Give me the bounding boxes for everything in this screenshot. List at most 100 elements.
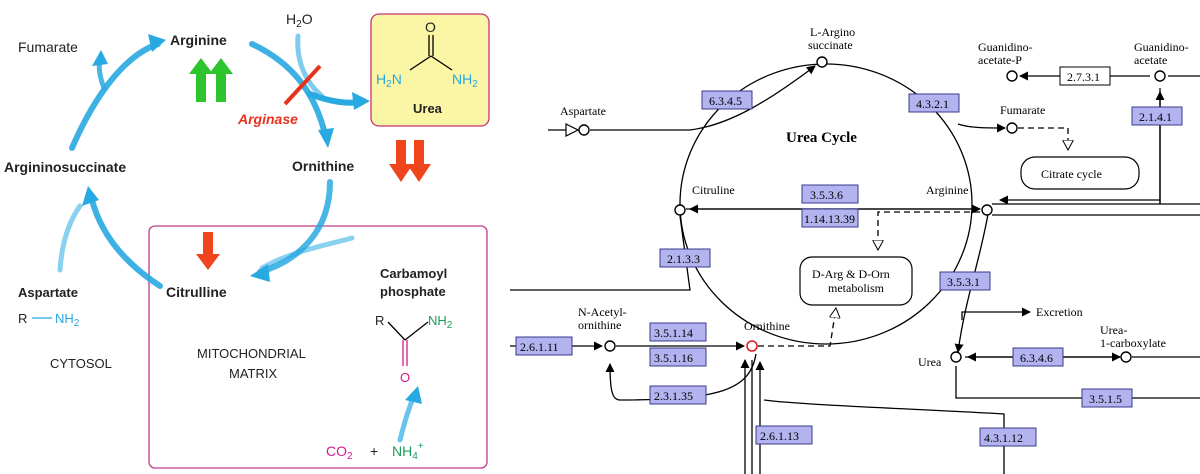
svg-text:2.1.3.3: 2.1.3.3 [667, 252, 700, 266]
svg-text:2.6.1.11: 2.6.1.11 [520, 340, 559, 354]
arrow-co2-to-carbamoyl [397, 393, 417, 443]
svg-text:4.3.1.12: 4.3.1.12 [984, 431, 1023, 445]
guan-p-label-1: Guanidino- [978, 40, 1033, 54]
arrowhead-carbamoyl [405, 386, 422, 404]
urea-carboxylate-label-2: 1-carboxylate [1100, 336, 1166, 350]
darg-dorn-box[interactable] [799, 256, 913, 306]
arrow-carbamoyl-to-citrulline [259, 235, 355, 271]
co2-label: CO2 [326, 443, 353, 462]
ornithine-label: Ornithine [292, 158, 354, 174]
arrow-arginine-to-ornithine [249, 41, 329, 141]
guan-label-1: Guanidino- [1134, 40, 1189, 54]
enzyme-2-1-3-3[interactable]: 2.1.3.3 [659, 248, 711, 268]
darg-label-2[interactable]: metabolism [828, 281, 885, 295]
node-ornithine [746, 340, 758, 352]
svg-text:2.1.4.1: 2.1.4.1 [1139, 110, 1172, 124]
arrow-citrulline-to-argininosuccinate [89, 197, 163, 289]
arrowhead-argininosuccinate [82, 186, 99, 206]
water-label: H2O [286, 11, 313, 30]
enzyme-1-14-13-39[interactable]: 1.14.13.39 [801, 208, 859, 228]
urea-structure [409, 35, 453, 71]
down-arrows-icon [196, 140, 431, 270]
left-pathway-panel: Fumarate Arginine Argininosuccinate Orni… [4, 11, 490, 469]
citrate-cycle-box[interactable] [1020, 156, 1140, 190]
citrulline-label: Citrulline [166, 284, 227, 300]
arginine-kegg-label: Arginine [926, 183, 968, 197]
enzyme-3-5-1-14[interactable]: 3.5.1.14 [649, 322, 707, 342]
enzyme-3-5-1-5[interactable]: 3.5.1.5 [1081, 388, 1133, 408]
svg-text:4.3.2.1: 4.3.2.1 [916, 97, 949, 111]
carbamoyl-o: O [400, 370, 410, 385]
argininosuccinate-label: Argininosuccinate [4, 159, 126, 175]
enzyme-2-6-1-13[interactable]: 2.6.1.13 [755, 425, 813, 445]
plus-label: + [370, 443, 378, 459]
mito-label-2: MATRIX [229, 366, 277, 381]
enzyme-2-1-4-1[interactable]: 2.1.4.1 [1131, 106, 1183, 126]
enzyme-3-5-3-1[interactable]: 3.5.3.1 [939, 271, 991, 291]
enzyme-6-3-4-5[interactable]: 6.3.4.5 [701, 90, 753, 110]
svg-text:3.5.1.16: 3.5.1.16 [654, 351, 693, 365]
node-urea-carboxylate [1120, 351, 1132, 363]
enzyme-4-3-2-1[interactable]: 4.3.2.1 [908, 93, 960, 113]
darg-label-1[interactable]: D-Arg & D-Orn [812, 267, 890, 281]
svg-text:2.3.1.35: 2.3.1.35 [654, 389, 693, 403]
node-urea [950, 351, 962, 363]
svg-text:1.14.13.39: 1.14.13.39 [804, 212, 855, 226]
fumarate-label: Fumarate [18, 39, 78, 55]
kegg-enzyme-boxes: 6.3.4.5 4.3.2.1 3.5.3.6 1.14.13.39 2.1.3… [515, 66, 1183, 447]
arginine-label: Arginine [170, 32, 227, 48]
carbamoyl-structure [387, 321, 429, 366]
enzyme-4-3-1-12[interactable]: 4.3.1.12 [979, 427, 1037, 447]
enzyme-3-5-1-16[interactable]: 3.5.1.16 [649, 347, 707, 367]
arrowhead-urea [352, 92, 370, 110]
citrate-cycle-label[interactable]: Citrate cycle [1041, 167, 1102, 181]
mito-label-1: MITOCHONDRIAL [197, 346, 306, 361]
enzyme-2-7-3-1[interactable]: 2.7.3.1 [1059, 66, 1111, 86]
kegg-title: Urea Cycle [786, 130, 857, 146]
arrow-aspartate-in [57, 203, 83, 273]
arrow-water-in [295, 33, 325, 99]
enzyme-2-6-1-11[interactable]: 2.6.1.11 [515, 336, 573, 356]
arginase-block-icon [283, 64, 322, 106]
mito-down-arrow-icon [196, 232, 220, 270]
enzyme-3-5-3-6[interactable]: 3.5.3.6 [801, 184, 859, 204]
arrow-argininosuccinate-to-arginine [69, 41, 161, 151]
guan-label-2: acetate [1134, 53, 1167, 67]
guan-p-label-2: acetate-P [978, 53, 1022, 67]
cytosol-label: CYTOSOL [50, 356, 112, 371]
carbamoyl-r: R [375, 313, 384, 328]
node-guanidinoacetate [1154, 70, 1166, 82]
svg-text:6.3.4.5: 6.3.4.5 [709, 94, 742, 108]
excretion-label: Excretion [1036, 305, 1083, 319]
arrowhead-arginine [148, 34, 166, 52]
node-arginine [981, 204, 993, 216]
carbamoyl-nh2: NH2 [428, 313, 453, 331]
svg-text:3.5.1.5: 3.5.1.5 [1089, 392, 1122, 406]
aspartate-r: R [18, 311, 27, 326]
kegg-map-panel: 6.3.4.5 4.3.2.1 3.5.3.6 1.14.13.39 2.1.3… [510, 25, 1200, 474]
kegg-compound-nodes [578, 56, 1166, 363]
svg-text:3.5.3.6: 3.5.3.6 [810, 188, 843, 202]
svg-text:6.3.4.6: 6.3.4.6 [1020, 351, 1053, 365]
succinate-label: succinate [808, 38, 853, 52]
svg-text:3.5.3.1: 3.5.3.1 [947, 275, 980, 289]
urea-o: O [425, 19, 436, 35]
aspartate-nh2: NH2 [55, 311, 80, 329]
nh4-label: NH4+ [392, 441, 424, 462]
aspartate-label: Aspartate [18, 285, 78, 300]
node-fumarate [1006, 122, 1018, 134]
citruline-label: Citruline [692, 183, 735, 197]
node-aspartate [578, 124, 590, 136]
enzyme-6-3-4-6[interactable]: 6.3.4.6 [1012, 347, 1064, 367]
urea-kegg-label: Urea [918, 355, 942, 369]
l-argino-label: L-Argino [810, 25, 855, 39]
svg-text:3.5.1.14: 3.5.1.14 [654, 326, 693, 340]
urea-carboxylate-label-1: Urea- [1100, 323, 1127, 337]
node-citruline [674, 204, 686, 216]
enzyme-2-3-1-35[interactable]: 2.3.1.35 [649, 385, 707, 405]
n-acetyl-label-1: N-Acetyl- [578, 305, 627, 319]
urea-box [370, 13, 490, 127]
carbamoyl-label-2: phosphate [380, 284, 446, 299]
